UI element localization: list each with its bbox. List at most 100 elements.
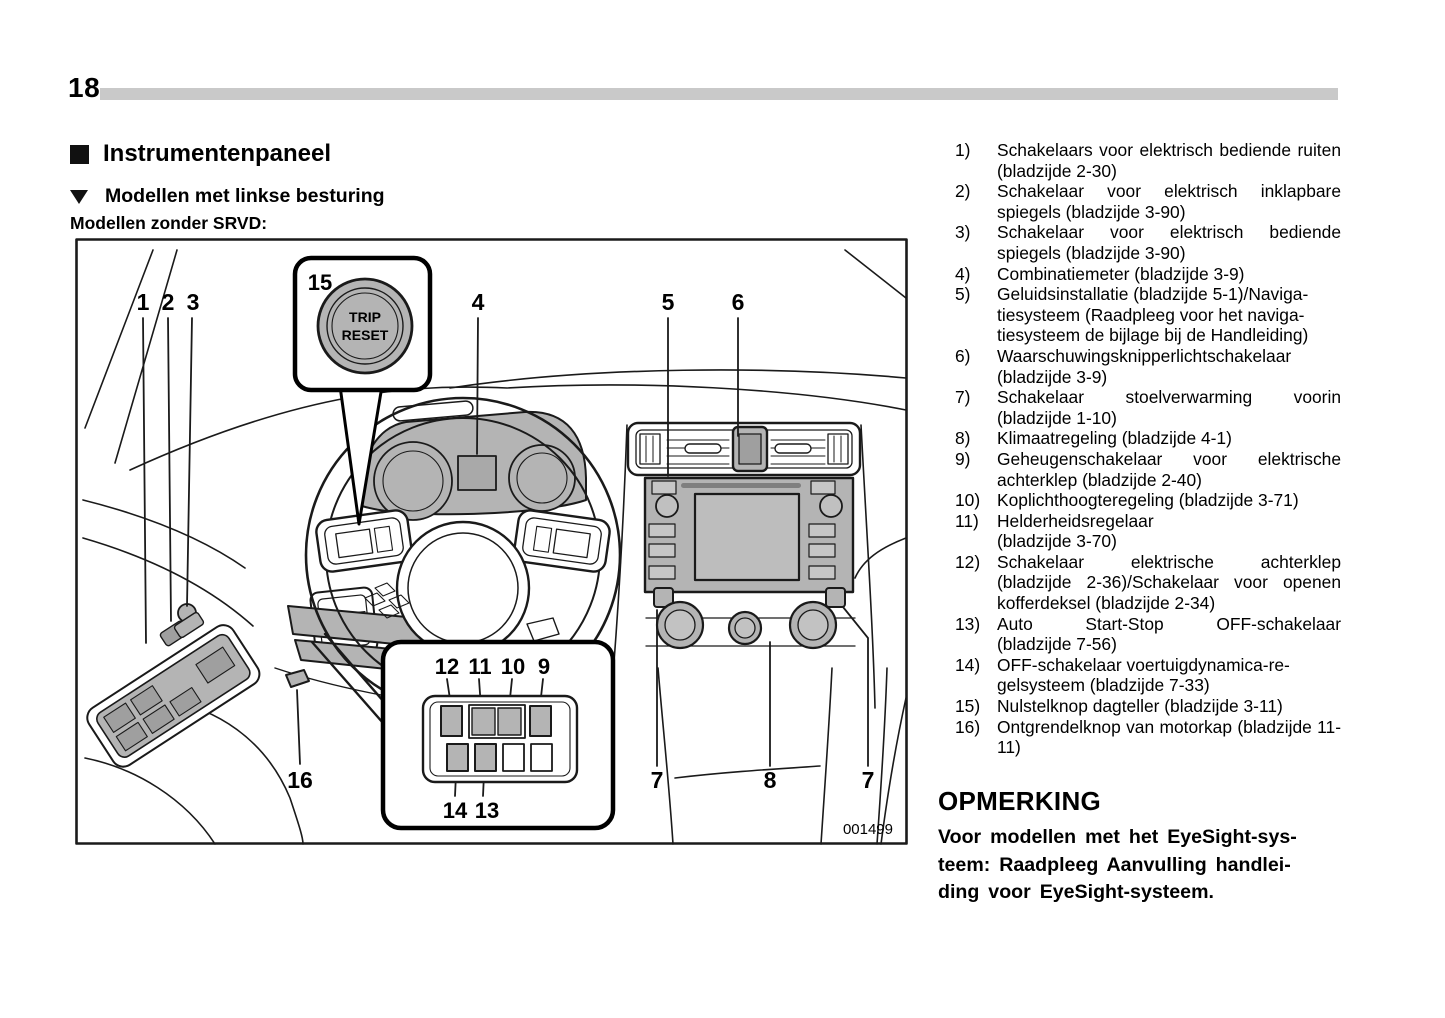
callout-12-label: 12 xyxy=(435,654,459,679)
legend-item-4: 4)Combinatiemeter (bladzijde 3-9) xyxy=(955,264,1341,285)
note-title: OPMERKING xyxy=(938,786,1102,816)
callout-10-label: 10 xyxy=(501,654,525,679)
header-rule xyxy=(100,88,1338,100)
legend-item-7: 7) Schakelaar stoelverwarming voorin (bla… xyxy=(955,387,1341,428)
legend-item-15: 15)Nulstelknop dagteller (bladzijde 3-11… xyxy=(955,696,1341,717)
legend-item-number: 4) xyxy=(955,263,971,284)
switch-blank-1 xyxy=(502,743,525,772)
legend-item-text: Geheugenschakelaar voor elektrische acht… xyxy=(997,448,1341,490)
callout-7-left-label: 7 xyxy=(651,767,664,793)
section-heading-text: Instrumentenpaneel xyxy=(103,140,332,167)
legend-item-number: 7) xyxy=(955,387,971,408)
audio-knob-left xyxy=(655,494,679,518)
callout-9-label: 9 xyxy=(538,654,550,679)
callout-8-label: 8 xyxy=(764,767,777,793)
callout-3-label: 3 xyxy=(187,289,200,315)
seat-heater-switch-left xyxy=(653,587,674,608)
right-spoke-pod xyxy=(513,509,611,573)
square-bullet-icon xyxy=(70,144,89,164)
left-spoke-pod xyxy=(315,509,413,573)
legend-list: 1) Schakelaars voor elektrisch bediende r… xyxy=(955,140,1341,758)
legend-item-1: 1) Schakelaars voor elektrisch bediende r… xyxy=(955,140,1341,181)
legend-item-number: 8) xyxy=(955,428,971,449)
hazard-switch xyxy=(731,425,769,473)
callout-15-label: 15 xyxy=(308,270,332,295)
callout-1-label: 1 xyxy=(137,289,150,315)
switch-13 xyxy=(474,743,497,772)
switch-11 xyxy=(471,707,496,736)
legend-item-number: 3) xyxy=(955,222,971,243)
callout-14-label: 14 xyxy=(443,798,468,823)
legend-item-text: Auto Start-Stop OFF-schakelaar (bladzijd… xyxy=(997,613,1341,655)
trip-reset-text-line2: RESET xyxy=(342,327,389,343)
callout-16-label: 16 xyxy=(287,767,313,793)
legend-item-10: 10) Koplichthoogteregeling (bladzijde 3-7… xyxy=(955,490,1341,511)
legend-item-number: 16) xyxy=(955,716,981,737)
legend-item-text: Schakelaar stoelverwarming voorin (bladz… xyxy=(997,387,1341,428)
legend-item-text: Ontgrendelknop van motorkap (bladzijde 1… xyxy=(997,716,1341,758)
legend-item-number: 13) xyxy=(955,613,981,634)
legend-item-number: 6) xyxy=(955,345,971,366)
legend-item-number: 9) xyxy=(955,448,971,469)
callout-6-label: 6 xyxy=(732,289,745,315)
legend-item-number: 2) xyxy=(955,181,971,202)
hood-release-lever xyxy=(285,669,310,688)
switch-blank-2 xyxy=(530,743,553,772)
legend-item-text: Geluidsinstallatie (bladzijde 5-1)/Navig… xyxy=(997,284,1309,346)
mirror-switches xyxy=(159,603,205,647)
legend-item-16: 16) Ontgrendelknop van motorkap (bladzijd… xyxy=(955,717,1341,758)
wheel-stitching xyxy=(364,582,410,619)
switch-14 xyxy=(446,743,469,772)
legend-item-text: Helderheidsregelaar (bladzijde 3-70) xyxy=(997,510,1154,552)
nav-screen xyxy=(693,492,801,582)
legend-item-text: OFF-schakelaar voertuigdynamica-re- gels… xyxy=(997,654,1290,696)
legend-item-11: 11) Helderheidsregelaar (bladzijde 3-70) xyxy=(955,511,1341,552)
right-gauge xyxy=(508,444,576,512)
legend-item-number: 15) xyxy=(955,696,981,717)
instrument-cluster xyxy=(360,410,587,521)
audio-unit xyxy=(643,476,855,594)
subsection-heading-text: Modellen met linkse besturing xyxy=(105,185,385,207)
callout-5-label: 5 xyxy=(662,289,675,315)
switch-9 xyxy=(529,705,552,737)
legend-item-text: Koplichthoogteregeling (bladzijde 3-71) xyxy=(997,490,1299,511)
legend-item-number: 14) xyxy=(955,654,981,675)
legend-item-9: 9) Geheugenschakelaar voor elektrische ac… xyxy=(955,449,1341,490)
trip-reset-callout: 15 TRIP RESET xyxy=(292,255,433,526)
legend-item-number: 12) xyxy=(955,551,981,572)
legend-item-2: 2) Schakelaar voor elektrisch inklapbare … xyxy=(955,181,1341,222)
switch-12 xyxy=(440,705,463,737)
subsection-heading: Modellen met linkse besturing xyxy=(70,185,385,208)
legend-item-13: 13) Auto Start-Stop OFF-schakelaar (bladz… xyxy=(955,614,1341,655)
legend-item-number: 11) xyxy=(955,510,979,531)
page-number: 18 xyxy=(68,72,101,103)
note-body: Voor modellen met het EyeSight-sys- teem… xyxy=(938,826,1297,903)
dashboard-illustration: 1 2 3 4 5 6 7 8 7 16 15 TRIP xyxy=(75,238,908,845)
door-switch-panel xyxy=(86,624,261,768)
legend-item-5: 5)Geluidsinstallatie (bladzijde 5-1)/Nav… xyxy=(955,284,1341,346)
triangle-bullet-icon xyxy=(70,189,88,204)
audio-knob-right xyxy=(819,494,843,518)
variant-label: Modellen zonder SRVD: xyxy=(70,213,268,233)
callout-11-label: 11 xyxy=(468,654,491,679)
legend-item-text: Schakelaar voor elektrisch inklapbare sp… xyxy=(997,181,1341,222)
legend-item-8: 8)Klimaatregeling (bladzijde 4-1) xyxy=(955,428,1341,449)
legend-item-3: 3)Schakelaar voor elektrisch bediende sp… xyxy=(955,222,1341,263)
left-gauge xyxy=(373,441,453,521)
figure-code: 001499 xyxy=(843,821,893,838)
legend-item-number: 1) xyxy=(955,140,971,160)
switch-10 xyxy=(497,707,522,736)
legend-item-text: Waarschuwingsknipperlichtschakelaar (bla… xyxy=(997,345,1292,387)
legend-item-text: Schakelaars voor elektrisch bediende rui… xyxy=(997,140,1341,181)
seat-heater-switch-right xyxy=(825,587,846,608)
figure-border xyxy=(75,238,908,845)
switch-panel-inset: 12 11 10 9 14 13 xyxy=(310,632,616,831)
trip-reset-text-line1: TRIP xyxy=(349,309,381,325)
legend-item-number: 10) xyxy=(955,490,981,511)
legend-item-12: 12)Schakelaar elektrische achterklep (bl… xyxy=(955,552,1341,614)
paddle-shifter xyxy=(526,617,560,642)
steering-wheel xyxy=(304,396,622,714)
callout-2-label: 2 xyxy=(162,289,175,315)
legend-item-14: 14) OFF-schakelaar voertuigdynamica-re- g… xyxy=(955,655,1341,696)
